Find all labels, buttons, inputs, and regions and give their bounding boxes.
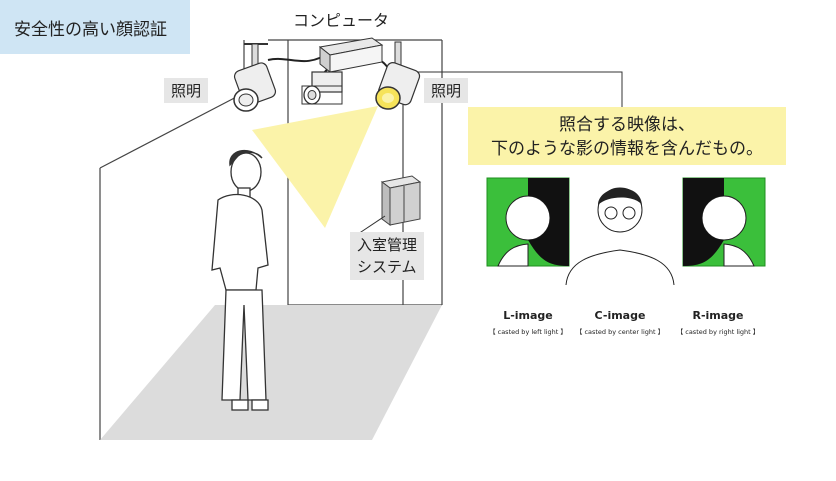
computer-box bbox=[318, 37, 384, 74]
r-image-panel bbox=[682, 177, 766, 267]
computer-label: コンピュータ bbox=[293, 11, 390, 30]
left-lamp-icon bbox=[233, 43, 277, 112]
l-image-caption: 【 casted by left light 】 bbox=[489, 328, 567, 336]
right-lamp-icon bbox=[375, 41, 421, 110]
page-title: 安全性の高い顔認証 bbox=[0, 0, 190, 54]
light-beam bbox=[252, 106, 378, 228]
light-right-label: 照明 bbox=[424, 78, 469, 103]
l-image-title: L-image bbox=[503, 309, 553, 322]
l-image-panel bbox=[486, 177, 570, 267]
r-image-title: R-image bbox=[692, 309, 744, 322]
entry-system-label: 入室管理 システム bbox=[350, 232, 425, 280]
r-image-caption: 【 casted by right light 】 bbox=[676, 328, 760, 336]
floor bbox=[100, 305, 442, 440]
callout-line-1: 照合する映像は、 bbox=[559, 115, 695, 135]
callout-box: 照合する映像は、 下のような影の情報を含んだもの。 bbox=[468, 107, 786, 165]
person-figure bbox=[211, 149, 269, 411]
c-image-caption: 【 casted by center light 】 bbox=[575, 328, 665, 336]
entry-system-box bbox=[380, 175, 422, 226]
page-title-text: 安全性の高い顔認証 bbox=[14, 19, 167, 40]
light-left-label: 照明 bbox=[164, 78, 209, 103]
callout-pointer bbox=[418, 71, 623, 107]
callout-line-2: 下のような影の情報を含んだもの。 bbox=[491, 139, 763, 159]
camera-icon bbox=[301, 71, 343, 105]
c-image-panel bbox=[565, 187, 675, 286]
c-image-title: C-image bbox=[594, 309, 646, 322]
